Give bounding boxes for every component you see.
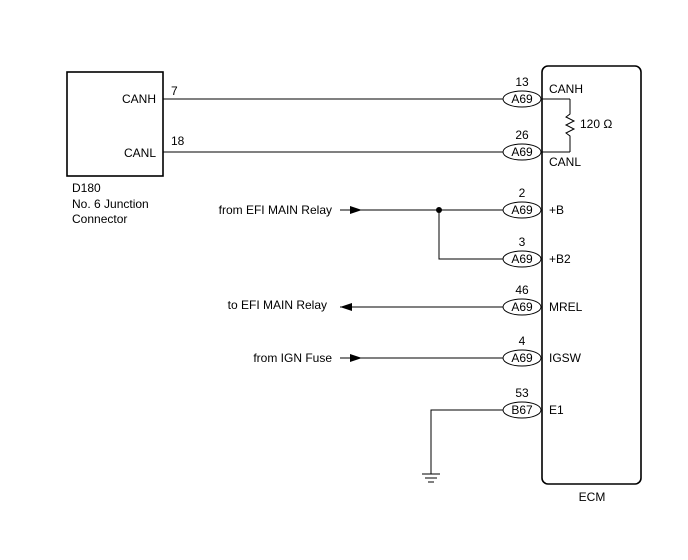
resistor-zigzag xyxy=(564,99,576,152)
ecm-pin-label: E1 xyxy=(549,403,564,417)
ecm-label: ECM xyxy=(579,490,606,504)
ecm-pin-label: +B xyxy=(549,203,564,217)
wire-junction-dot xyxy=(436,207,442,213)
ecm-pin-label: CANL xyxy=(549,155,581,169)
connector-code: A69 xyxy=(511,203,533,217)
resistor: 120 Ω xyxy=(542,98,612,153)
junction-canl-pin-number: 18 xyxy=(171,134,185,148)
ecm-pin-number: 13 xyxy=(515,75,529,89)
arrow-from-ign-fuse xyxy=(350,354,362,362)
junction-id: D180 xyxy=(72,181,101,195)
connector-code: B67 xyxy=(511,403,533,417)
connector-code: A69 xyxy=(511,145,533,159)
junction-connector-box xyxy=(66,71,164,177)
ecm-pin-number: 4 xyxy=(519,334,526,348)
connector-code: A69 xyxy=(511,252,533,266)
connector-code: A69 xyxy=(511,351,533,365)
junction-name-line2: Connector xyxy=(72,212,127,226)
arrow-to-efi-main-relay xyxy=(340,303,352,311)
ground-icon xyxy=(422,473,440,483)
connector-code: A69 xyxy=(511,92,533,106)
label-from-ign-fuse: from IGN Fuse xyxy=(253,351,332,365)
connector-code: A69 xyxy=(511,300,533,314)
ecm-pin-number: 2 xyxy=(519,186,526,200)
wire-e1 xyxy=(430,409,503,474)
ecm-pin-number: 53 xyxy=(515,386,529,400)
junction-name-line1: No. 6 Junction xyxy=(72,197,149,211)
ecm-box xyxy=(541,65,642,485)
ecm-pin-label: MREL xyxy=(549,300,583,314)
ecm: ECM xyxy=(541,65,642,504)
ecm-pin-label: CANH xyxy=(549,82,583,96)
junction-canh-pin-number: 7 xyxy=(171,84,178,98)
junction-canh-label: CANH xyxy=(122,92,156,106)
junction-canl-label: CANL xyxy=(124,146,156,160)
ecm-pin-number: 26 xyxy=(515,128,529,142)
arrow-from-efi-main-relay xyxy=(350,206,362,214)
ecm-pin-label: +B2 xyxy=(549,252,571,266)
label-from-efi-main-relay: from EFI MAIN Relay xyxy=(219,203,332,217)
resistor-label: 120 Ω xyxy=(580,117,612,131)
junction-connector: CANH CANL 7 18 D180 No. 6 Junction Conne… xyxy=(66,71,185,226)
wires xyxy=(163,98,542,483)
ecm-pin-number: 46 xyxy=(515,283,529,297)
ecm-pin-number: 3 xyxy=(519,235,526,249)
label-to-efi-main-relay: to EFI MAIN Relay xyxy=(228,298,327,312)
ecm-pin-label: IGSW xyxy=(549,351,582,365)
wire-plus-b2 xyxy=(438,210,503,260)
